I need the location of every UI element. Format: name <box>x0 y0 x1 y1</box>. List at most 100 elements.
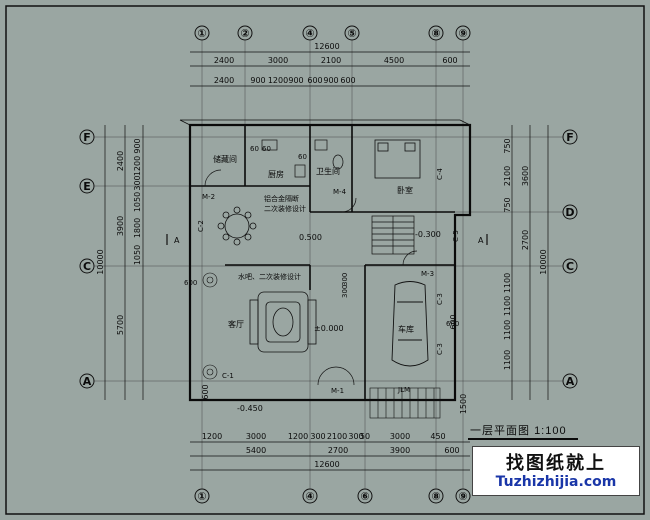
axis-bottom-1: ① <box>197 490 206 503</box>
door-m2: M-2 <box>202 193 215 201</box>
elevation-4: -0.450 <box>237 404 263 413</box>
note-alloy-door: 铝合金隔断 <box>264 194 299 203</box>
drawing-title-text: 一层平面图 <box>470 425 530 437</box>
dim-bottom-r1-9: 50 <box>360 432 370 441</box>
drawing-frame <box>5 5 645 515</box>
axis-left-C: C <box>83 260 91 273</box>
dim-left-mid-3: 5700 <box>116 315 125 335</box>
interior-walls <box>190 125 455 400</box>
axis-top-1: ① <box>197 27 206 40</box>
dim-top-r3-2: 900 <box>250 76 265 85</box>
window-c3a: C-3 <box>436 293 444 305</box>
axis-left-F: F <box>83 131 91 144</box>
dim-bottom-r2-2: 2700 <box>328 446 348 455</box>
left-dimension-lines <box>104 125 144 400</box>
elevation-1: 0.500 <box>299 233 322 242</box>
drawing-scale: 1:100 <box>534 425 567 437</box>
elevation-2: -0.300 <box>415 230 441 239</box>
door-m1: M-1 <box>331 387 344 395</box>
axis-top-4: ④ <box>305 27 314 40</box>
dim-top-r2-5: 600 <box>442 56 457 65</box>
window-c5: C-5 <box>452 230 460 242</box>
dim-top-total: 12600 <box>314 42 339 51</box>
dim-top-r3-6: 900 <box>323 76 338 85</box>
axis-top-9: ⑨ <box>458 27 467 40</box>
dim-left-in-7: 600 <box>201 384 210 399</box>
dim-bottom-r1-4: 300 <box>310 432 325 441</box>
axis-left-E: E <box>83 180 91 193</box>
room-garage: 车库 <box>398 324 414 334</box>
axis-lines <box>94 40 563 489</box>
room-storage: 储藏间 <box>213 154 237 164</box>
bottom-dimension-lines <box>190 441 470 471</box>
dim-bottom-r1-1: 1200 <box>202 432 222 441</box>
drawing-title: 一层平面图 1:100 <box>470 422 567 438</box>
axis-right-C: C <box>566 260 574 273</box>
section-mark-left: A <box>174 236 180 245</box>
dim-left-in-2: 1200 <box>133 156 142 176</box>
axis-top-2: ② <box>240 27 249 40</box>
dim-top-r2-3: 2100 <box>321 56 341 65</box>
dim-bottom-r1-5: 2100 <box>327 432 347 441</box>
watermark-en: Tuzhizhijia.com <box>495 474 617 490</box>
garage-ramp <box>369 387 441 419</box>
right-dimension-lines <box>511 125 549 400</box>
misc-300-a: 300 <box>341 285 349 298</box>
dim-right-in-6: 1100 <box>503 320 512 340</box>
dim-top-r2-2: 3000 <box>268 56 288 65</box>
axis-top-8: ⑧ <box>431 27 440 40</box>
axis-right-F: F <box>566 131 574 144</box>
note-secondary-decor: 二次装修设计 <box>264 204 306 213</box>
window-c2: C-2 <box>197 220 205 232</box>
dim-top-r3-1: 2400 <box>214 76 234 85</box>
axis-right-D: D <box>565 206 574 219</box>
dim-bottom-r2-4: 600 <box>444 446 459 455</box>
axis-bottom-8: ⑧ <box>431 490 440 503</box>
dim-right-in-8: 600 <box>449 314 458 329</box>
plants <box>202 272 218 380</box>
left-axis-markers <box>79 129 95 389</box>
axis-left-A: A <box>83 375 92 388</box>
bed <box>374 139 421 179</box>
dim-top-r3-7: 600 <box>340 76 355 85</box>
dim-right-in-3: 750 <box>503 197 512 212</box>
misc-600-b: 600 <box>446 320 459 328</box>
roof-outline <box>179 119 471 126</box>
dim-top-r2-1: 2400 <box>214 56 234 65</box>
title-underline <box>468 438 578 440</box>
dim-left-in-3: 300 <box>133 175 142 190</box>
dim-top-r3-4: 900 <box>288 76 303 85</box>
door-m4: M-4 <box>333 188 347 196</box>
room-kitchen: 厨房 <box>268 169 284 179</box>
dim-top-r3-5: 600 <box>307 76 322 85</box>
axis-right-A: A <box>566 375 575 388</box>
axis-bottom-4: ④ <box>305 490 314 503</box>
axis-bottom-9: ⑨ <box>458 490 467 503</box>
dim-left-mid-1: 2400 <box>116 151 125 171</box>
dim-bottom-r2-1: 5400 <box>246 446 266 455</box>
dim-top-r2-4: 4500 <box>384 56 404 65</box>
top-dimension-lines <box>190 51 470 87</box>
dim-right-in-7: 1100 <box>503 350 512 370</box>
section-mark-right: A <box>478 236 484 245</box>
top-axis-markers <box>194 25 471 41</box>
window-c4: C-4 <box>436 168 444 180</box>
dim-left-outer: 10000 <box>96 249 105 274</box>
misc-60-b: 60 <box>262 145 271 153</box>
watermark-box: 找图纸就上 Tuzhizhijia.com <box>472 446 640 496</box>
dim-bottom-r1-3: 1200 <box>288 432 308 441</box>
door-swings <box>204 169 418 386</box>
dim-left-in-6: 1050 <box>133 245 142 265</box>
dim-right-outer: 10000 <box>539 249 548 274</box>
dim-bottom-r1-7: 3000 <box>390 432 410 441</box>
dim-right-in-1: 750 <box>503 138 512 153</box>
dim-left-mid-2: 3900 <box>116 216 125 236</box>
bottom-axis-markers <box>194 488 471 504</box>
room-living: 客厅 <box>228 319 244 329</box>
axis-top-5: ⑤ <box>347 27 356 40</box>
sofa-set <box>249 291 317 353</box>
dim-left-in-4: 1050 <box>133 192 142 212</box>
room-bedroom: 卧室 <box>397 185 413 195</box>
fixtures <box>261 139 344 178</box>
window-c1: C-1 <box>222 372 234 380</box>
